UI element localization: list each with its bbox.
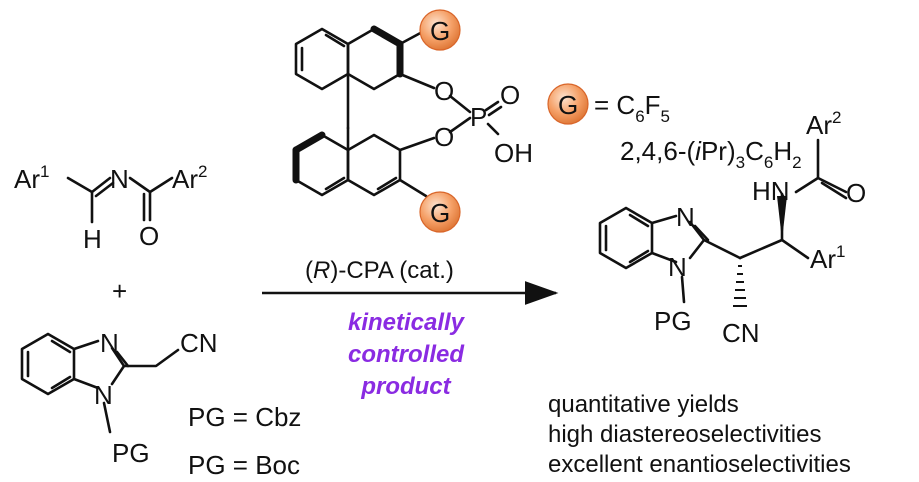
prod-ar1-label: Ar1 [810,242,845,274]
result-ee: excellent enantioselectivities [548,451,851,478]
cat-o1: O [434,76,454,106]
imine-h-label: H [83,224,102,254]
g-definition: G = C6F5 2,4,6-(iPr)3C6H2 [547,83,802,172]
benz-cn-label: CN [180,328,218,358]
prod-n-bottom: N [668,252,687,282]
benz-n-top: N [100,328,119,358]
prod-cn-label: CN [722,318,760,348]
reaction-arrow: (R)-CPA (cat.) kinetically controlled pr… [262,257,559,400]
g-substituent-ball-bottom [419,191,461,233]
g-legend-label: G [558,90,578,120]
cpa-catalyst: G G O O P O OH [292,9,533,233]
g-legend-ball [547,83,589,125]
result-dr: high diastereoselectivities [548,421,821,448]
cat-p: P [470,102,487,132]
prod-o-label: O [846,178,866,208]
prod-pg-label: PG [654,306,692,336]
ar2-label: Ar2 [172,162,207,194]
prod-hn-label: HN [752,176,790,206]
note-line-1: kinetically [348,309,466,336]
imine-n-label: N [110,164,129,194]
benz-n-bottom: N [94,380,113,410]
g-substituent-ball-top [419,9,461,51]
g-definition-c6f5: = C6F5 [594,90,670,126]
g-definition-alt: 2,4,6-(iPr)3C6H2 [620,136,802,172]
benzimidazole-reactant: N N CN PG [20,328,218,468]
plus-sign: + [112,276,127,306]
arrow-condition: (R)-CPA (cat.) [305,257,454,284]
cat-g-bottom: G [430,198,450,228]
pg-option-boc: PG = Boc [188,450,300,480]
imine-reactant: Ar1 N Ar2 H O [14,162,207,254]
imine-o-label: O [139,221,159,251]
ar1-label: Ar1 [14,162,49,194]
benz-pg-label: PG [112,438,150,468]
prod-ar2-label: Ar2 [806,108,841,140]
cat-oh: OH [494,138,533,168]
product-structure: N N PG CN HN O Ar2 Ar1 [598,108,866,348]
cat-o3: O [500,80,520,110]
pg-option-cbz: PG = Cbz [188,402,301,432]
prod-n-top: N [676,202,695,232]
cat-o2: O [434,122,454,152]
result-yield: quantitative yields [548,391,739,418]
note-line-3: product [360,373,451,400]
results-list: quantitative yields high diastereoselect… [548,391,851,478]
cat-g-top: G [430,16,450,46]
note-line-2: controlled [348,341,465,368]
